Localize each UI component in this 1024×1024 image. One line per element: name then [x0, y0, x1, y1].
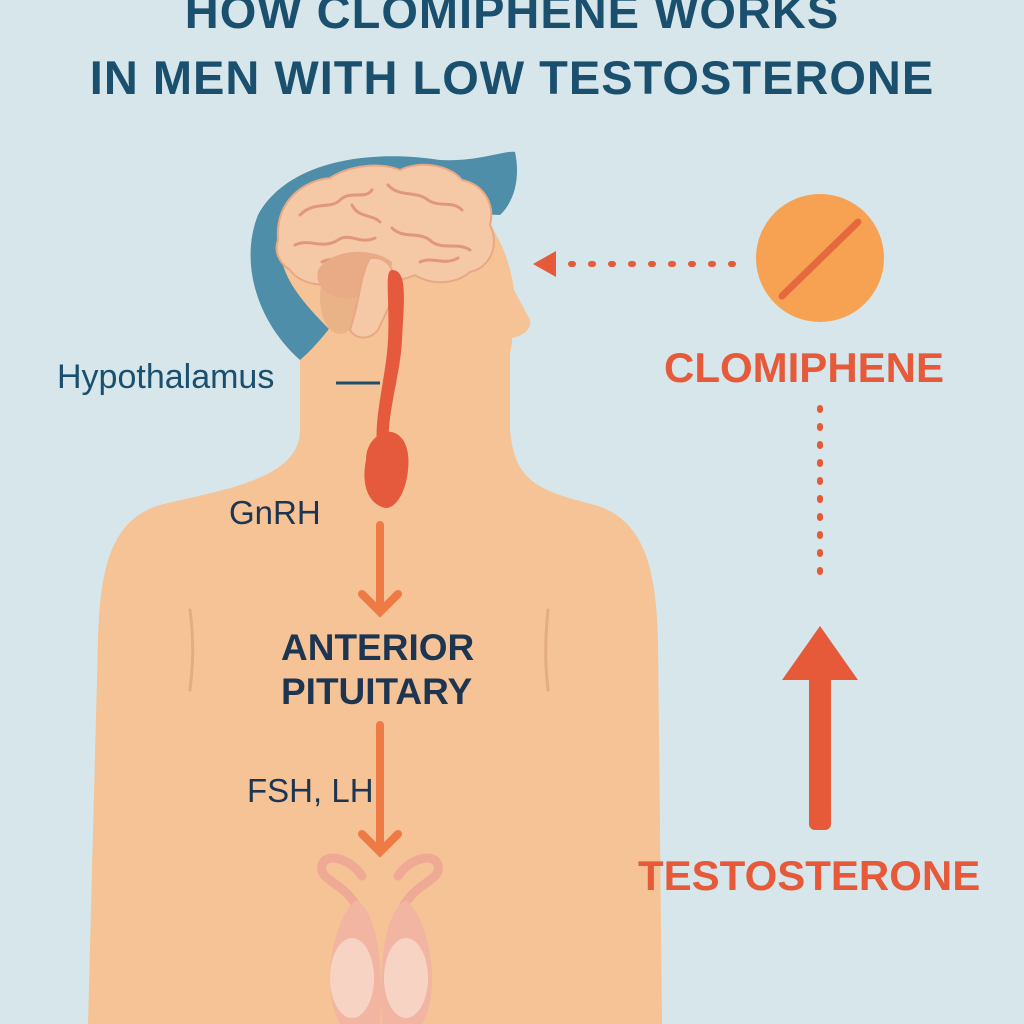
pill-icon	[756, 194, 884, 322]
label-pituitary-line-2: PITUITARY	[281, 671, 473, 712]
label-pituitary-line-1: ANTERIOR	[281, 627, 475, 668]
gnrh-arrow	[358, 521, 402, 618]
torso	[88, 430, 662, 1024]
chest-crease-right	[544, 608, 550, 692]
clomiphene-dotted-arrow	[533, 251, 736, 277]
label-anterior-pituitary: ANTERIOR PITUITARY	[281, 626, 474, 714]
title-line-2: IN MEN WITH LOW TESTOSTERONE	[89, 51, 935, 104]
label-fsh-lh: FSH, LH	[247, 772, 374, 809]
testosterone-up-arrow	[782, 626, 858, 830]
fsh-lh-arrow	[358, 721, 402, 858]
title-line-1: HOW CLOMIPHENE WORKS	[184, 0, 840, 38]
brainstem	[348, 256, 396, 339]
label-gnrh: GnRH	[229, 494, 321, 531]
label-clomiphene: CLOMIPHENE	[664, 344, 945, 391]
testes-icon	[317, 853, 443, 1024]
pituitary-stalk	[376, 270, 404, 455]
label-testosterone: TESTOSTERONE	[638, 852, 981, 899]
label-hypothalamus: Hypothalamus	[57, 358, 275, 396]
chest-crease-left	[188, 608, 195, 692]
pituitary-gland	[364, 431, 409, 508]
